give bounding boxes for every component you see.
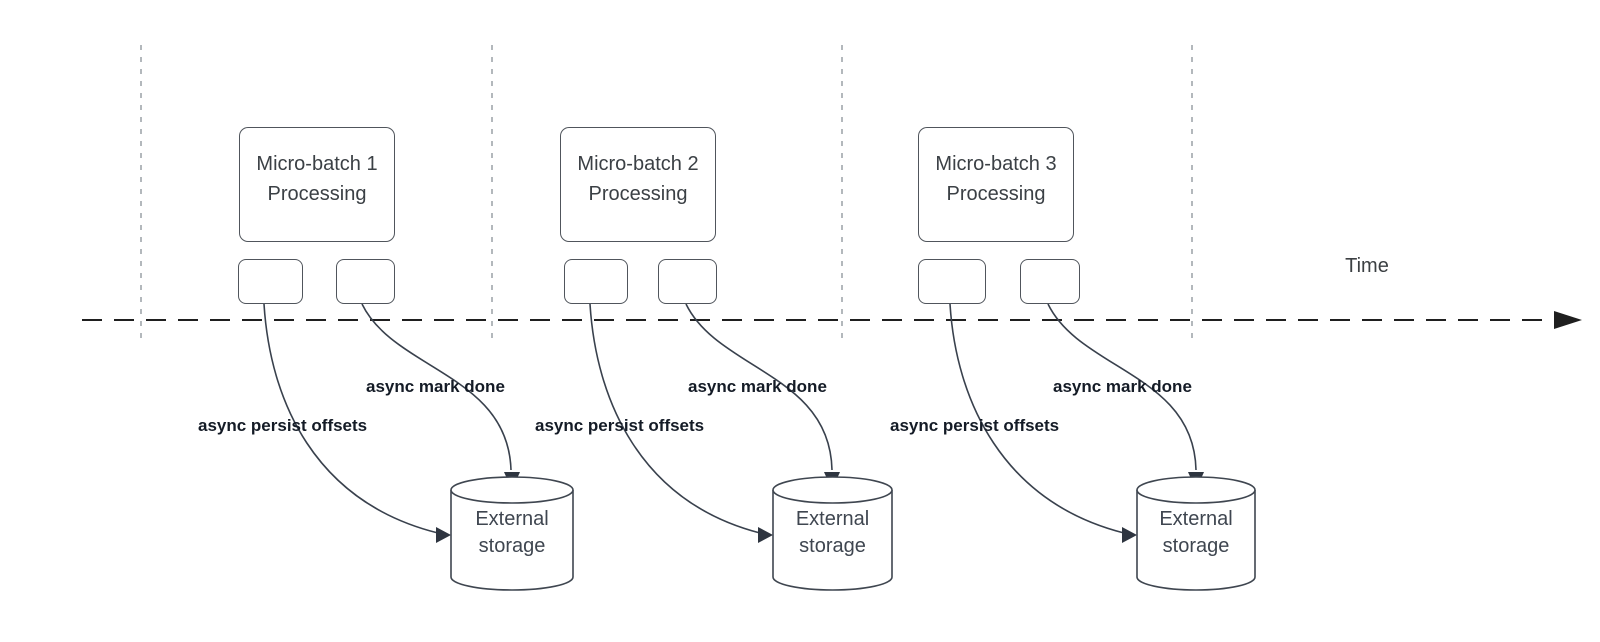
external-storage-cylinder-top-2 [772, 476, 893, 504]
mark-done-task-box-1 [336, 259, 395, 304]
persist-offsets-label-3: async persist offsets [890, 416, 1060, 435]
persist-task-box-3 [918, 259, 986, 304]
external-storage-label-3: External storage [1159, 508, 1233, 557]
persist-offsets-arrow-3 [949, 303, 1125, 534]
persist-offsets-arrow-2 [589, 303, 761, 534]
mark-done-label-3: async mark done [1053, 377, 1192, 396]
mark-done-label-2: async mark done [688, 377, 827, 396]
time-axis-arrowhead [1554, 311, 1582, 329]
mark-done-arrow-2 [685, 303, 833, 471]
micro-batch-2-processing-box: Micro-batch 2 Processing [560, 127, 716, 242]
external-storage-cylinder-3 [1136, 476, 1256, 591]
mark-done-arrow-1 [361, 303, 512, 471]
persist-task-box-2 [564, 259, 628, 304]
mark-done-label-1: async mark done [366, 377, 505, 396]
persist-task-box-1 [238, 259, 303, 304]
mark-done-task-box-3 [1020, 259, 1080, 304]
external-storage-label-1: External storage [475, 508, 549, 557]
external-storage-cylinder-2 [772, 476, 893, 591]
persist-offsets-label-2: async persist offsets [535, 416, 705, 435]
persist-offsets-arrow-1 [263, 303, 439, 534]
persist-offsets-arrowhead-3 [1122, 527, 1137, 543]
external-storage-label-2: External storage [795, 508, 870, 557]
persist-offsets-label-1: async persist offsets [198, 416, 368, 435]
micro-batch-3-processing-box: Micro-batch 3 Processing [918, 127, 1074, 242]
time-axis-label: Time [1345, 255, 1389, 277]
external-storage-cylinder-top-1 [450, 476, 574, 504]
external-storage-cylinder-1 [450, 476, 574, 591]
persist-offsets-arrowhead-1 [436, 527, 451, 543]
mark-done-arrow-3 [1047, 303, 1197, 471]
mark-done-task-box-2 [658, 259, 717, 304]
micro-batch-1-processing-box: Micro-batch 1 Processing [239, 127, 395, 242]
persist-offsets-arrowhead-2 [758, 527, 773, 543]
external-storage-cylinder-top-3 [1136, 476, 1256, 504]
